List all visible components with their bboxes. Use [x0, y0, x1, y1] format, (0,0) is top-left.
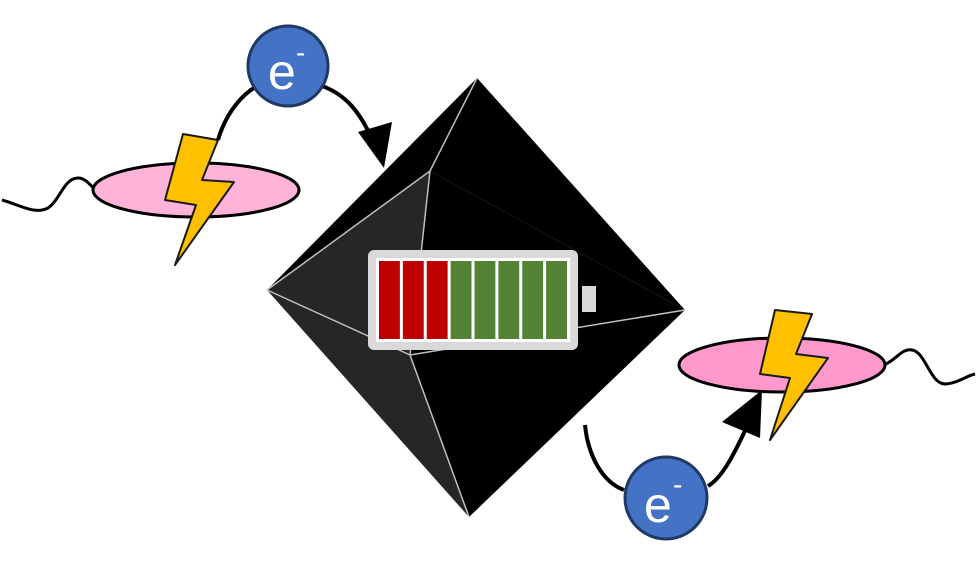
- battery-segment: [450, 261, 472, 339]
- right-lightning-bolt-icon: [759, 309, 829, 441]
- left-squiggle: [1, 176, 101, 212]
- battery-segment: [379, 261, 400, 339]
- octahedron-face-bottom: [410, 310, 685, 517]
- battery-segments: [379, 261, 568, 339]
- electron-top: e -: [246, 24, 330, 108]
- battery-terminal: [582, 286, 596, 312]
- left-lightning-bolt-icon: [164, 133, 235, 266]
- electron-bottom-charge: -: [673, 469, 682, 500]
- bottom-arrowhead: [722, 390, 762, 438]
- battery-segment: [546, 261, 568, 339]
- top-arrowhead: [358, 122, 392, 168]
- left-donor-group: [1, 133, 301, 266]
- battery-segment: [522, 261, 544, 339]
- electron-bottom-circle: [623, 455, 709, 541]
- battery-segment: [426, 261, 448, 339]
- bottom-transfer-group: e -: [583, 390, 762, 541]
- octahedron-face-top: [430, 78, 685, 310]
- octahedron-face-upper-left: [267, 78, 477, 290]
- octahedron-face-lower-left: [267, 290, 469, 517]
- battery-segment: [402, 261, 424, 339]
- electron-bottom-symbol: e: [644, 477, 672, 533]
- right-acceptor-group: [677, 309, 976, 441]
- electron-bottom: e -: [623, 455, 709, 541]
- battery-segment: [474, 261, 496, 339]
- right-squiggle: [883, 348, 976, 386]
- electron-top-charge: -: [296, 37, 305, 68]
- electron-top-symbol: e: [268, 44, 296, 100]
- battery-segment: [498, 261, 520, 339]
- electron-top-circle: [246, 24, 330, 108]
- battery-icon: [368, 250, 596, 350]
- top-transfer-group: e -: [216, 24, 392, 168]
